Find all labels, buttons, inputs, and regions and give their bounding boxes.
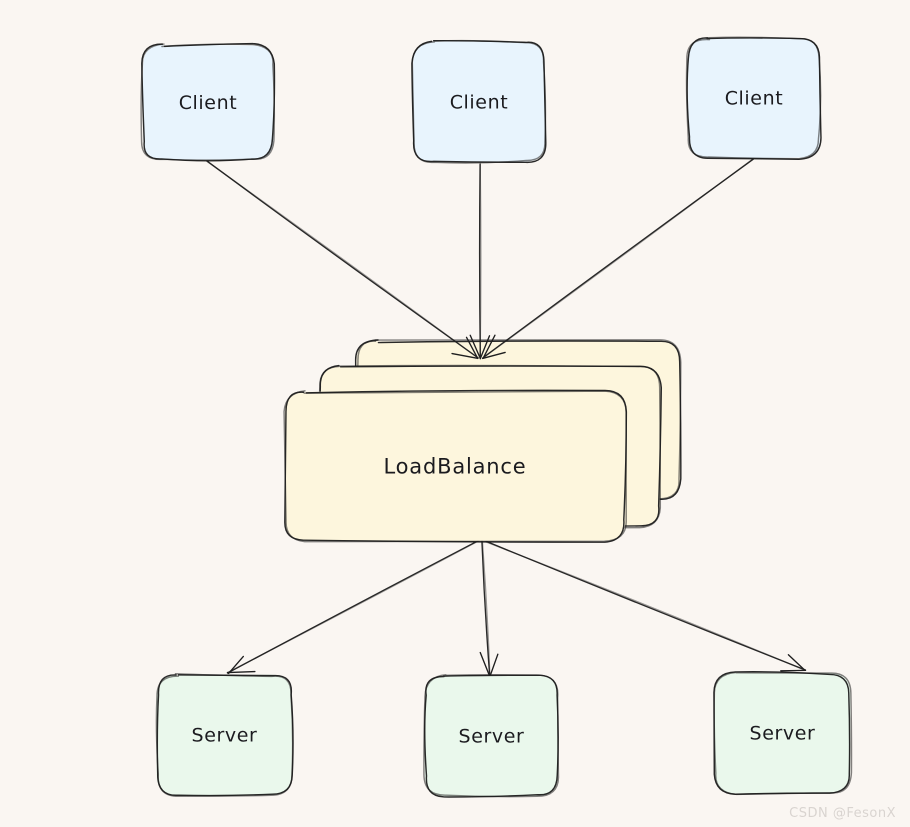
edge-loadbalance-to-server-3-line bbox=[484, 540, 807, 672]
edge-client-3-to-loadbalance-line bbox=[482, 158, 754, 359]
edge-loadbalance-to-server-3-head-barb bbox=[787, 654, 806, 671]
server-node-2[interactable]: Server bbox=[423, 674, 560, 798]
watermark: CSDN @FesonX bbox=[789, 806, 896, 821]
edge-loadbalance-to-server-2 bbox=[479, 539, 499, 677]
edge-client-1-to-loadbalance-head-barb bbox=[465, 336, 479, 360]
edge-client-1-to-loadbalance-line bbox=[206, 160, 479, 359]
edge-client-3-to-loadbalance-head-barb bbox=[482, 334, 496, 359]
server-node-2-outline bbox=[423, 674, 560, 798]
edge-loadbalance-to-server-3-line bbox=[485, 540, 807, 671]
server-node-3[interactable]: Server bbox=[713, 671, 853, 796]
client-to-loadbalance-edges bbox=[206, 158, 754, 360]
edge-loadbalance-to-server-1-head-barb bbox=[226, 670, 256, 674]
server-nodes: Server Server Server bbox=[155, 671, 853, 798]
loadbalance-card-3[interactable]: LoadBalance bbox=[283, 389, 628, 543]
client-node-2-fill bbox=[412, 41, 546, 163]
server-node-1-label: Server bbox=[192, 725, 258, 747]
client-nodes: Client Client Client bbox=[140, 36, 822, 164]
server-node-1-outline bbox=[155, 673, 294, 798]
edge-loadbalance-to-server-2-line bbox=[481, 539, 491, 677]
client-node-1-outline bbox=[140, 43, 276, 161]
edge-loadbalance-to-server-1-line bbox=[227, 540, 480, 674]
server-node-1-fill bbox=[156, 674, 293, 796]
edge-loadbalance-to-server-1-line bbox=[226, 539, 480, 674]
client-node-2-outline bbox=[411, 39, 547, 164]
server-node-2-label: Server bbox=[459, 726, 525, 748]
edge-client-2-to-loadbalance-line bbox=[478, 163, 481, 360]
edge-client-2-to-loadbalance-head-barb bbox=[479, 335, 491, 360]
edge-loadbalance-to-server-2-head-barb bbox=[489, 653, 499, 677]
server-node-3-outline bbox=[713, 671, 853, 796]
edge-loadbalance-to-server-2-head-barb bbox=[479, 651, 491, 677]
server-node-1[interactable]: Server bbox=[155, 673, 294, 798]
client-node-3-label: Client bbox=[725, 88, 784, 110]
client-node-3-fill bbox=[688, 37, 821, 159]
edge-client-3-to-loadbalance-head-barb bbox=[481, 351, 506, 360]
edge-client-3-to-loadbalance-line bbox=[481, 158, 754, 359]
edge-client-2-to-loadbalance bbox=[469, 162, 491, 360]
client-node-2[interactable]: Client bbox=[411, 39, 547, 164]
edge-client-1-to-loadbalance-head-barb bbox=[451, 352, 479, 359]
edge-client-2-to-loadbalance-line bbox=[479, 162, 482, 359]
loadbalance-card-3-fill bbox=[284, 391, 626, 542]
client-node-3[interactable]: Client bbox=[685, 36, 822, 161]
edge-loadbalance-to-server-1 bbox=[226, 539, 480, 675]
client-node-3-outline bbox=[685, 36, 822, 160]
server-node-3-label: Server bbox=[750, 723, 816, 745]
client-node-1[interactable]: Client bbox=[140, 42, 276, 162]
edge-loadbalance-to-server-1-head-barb bbox=[227, 655, 245, 675]
loadbalance-node[interactable]: LoadBalance bbox=[283, 338, 682, 543]
client-node-2-label: Client bbox=[450, 92, 509, 114]
edge-client-2-to-loadbalance-head-barb bbox=[469, 334, 482, 360]
loadbalance-to-server-edges bbox=[226, 539, 807, 677]
edge-client-1-to-loadbalance-line bbox=[206, 160, 479, 359]
edge-client-1-to-loadbalance bbox=[206, 160, 479, 360]
server-node-2-fill bbox=[424, 675, 559, 797]
loadbalance-card-3-outline bbox=[283, 390, 627, 543]
edge-loadbalance-to-server-3 bbox=[484, 540, 807, 672]
loadbalance-card-3-label: LoadBalance bbox=[384, 455, 527, 479]
edge-loadbalance-to-server-2-line bbox=[481, 539, 491, 677]
server-node-3-fill bbox=[714, 672, 851, 794]
client-node-1-label: Client bbox=[179, 92, 238, 114]
edge-client-3-to-loadbalance bbox=[481, 158, 754, 360]
client-node-1-fill bbox=[142, 44, 274, 160]
